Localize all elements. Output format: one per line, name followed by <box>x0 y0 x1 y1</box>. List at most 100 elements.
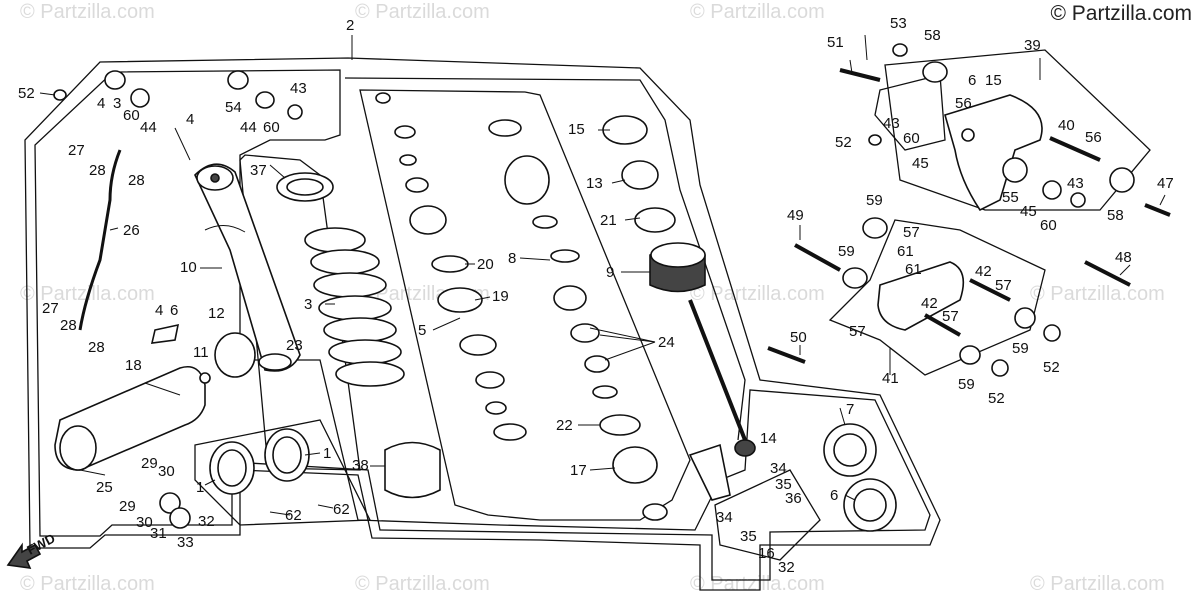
callout-39: 39 <box>1024 37 1041 54</box>
callout-24: 24 <box>658 334 675 351</box>
callout-12: 12 <box>208 305 225 322</box>
callout-15: 15 <box>568 121 585 138</box>
callout-10: 10 <box>180 259 197 276</box>
callout-60: 60 <box>1040 217 1057 234</box>
callout-38: 38 <box>352 457 369 474</box>
callout-42: 42 <box>921 295 938 312</box>
callout-25: 25 <box>96 479 113 496</box>
callout-1: 1 <box>323 445 331 462</box>
callout-45: 45 <box>912 155 929 172</box>
callout-2: 2 <box>346 17 354 34</box>
callout-29: 29 <box>119 498 136 515</box>
main-spring <box>304 227 405 387</box>
callout-41: 41 <box>882 370 899 387</box>
callout-57: 57 <box>903 224 920 241</box>
callout-5: 5 <box>418 322 426 339</box>
callout-17: 17 <box>570 462 587 479</box>
callout-16: 16 <box>758 545 775 562</box>
small-parts-left <box>53 70 303 529</box>
callout-56: 56 <box>955 95 972 112</box>
watermark: © Partzilla.com <box>1030 283 1165 305</box>
bolts <box>767 68 1171 364</box>
callout-29: 29 <box>141 455 158 472</box>
callout-54: 54 <box>225 99 242 116</box>
clamps <box>209 428 310 495</box>
callout-11: 11 <box>193 344 209 361</box>
callout-34: 34 <box>716 509 733 526</box>
callout-19: 19 <box>492 288 509 305</box>
callout-59: 59 <box>838 243 855 260</box>
callout-28: 28 <box>88 339 105 356</box>
callout-8: 8 <box>508 250 516 267</box>
callout-51: 51 <box>827 34 844 51</box>
callout-30: 30 <box>136 514 153 531</box>
callout-48: 48 <box>1115 249 1132 266</box>
callout-18: 18 <box>125 357 142 374</box>
callout-9: 9 <box>606 264 614 281</box>
callout-57: 57 <box>942 308 959 325</box>
callout-55: 55 <box>1002 189 1019 206</box>
watermark: © Partzilla.com <box>690 1 825 23</box>
small-parts-right <box>842 43 1135 377</box>
bracket-outlines <box>714 49 1151 561</box>
callout-21: 21 <box>600 212 617 229</box>
callout-52: 52 <box>18 85 35 102</box>
callout-28: 28 <box>89 162 106 179</box>
callout-47: 47 <box>1157 175 1174 192</box>
callout-31: 31 <box>150 525 167 542</box>
callout-32: 32 <box>198 513 215 530</box>
callout-6: 6 <box>170 302 178 319</box>
callout-28: 28 <box>60 317 77 334</box>
callout-57: 57 <box>995 277 1012 294</box>
callout-27: 27 <box>42 300 59 317</box>
callout-4: 4 <box>155 302 163 319</box>
callout-6: 6 <box>968 72 976 89</box>
callout-20: 20 <box>477 256 494 273</box>
callout-35: 35 <box>740 528 757 545</box>
callout-44: 44 <box>140 119 157 136</box>
copyright-notice: © Partzilla.com <box>1050 2 1192 25</box>
callout-23: 23 <box>286 337 303 354</box>
callout-3: 3 <box>304 296 312 313</box>
spring-seat-inner <box>286 178 324 196</box>
callout-14: 14 <box>760 430 777 447</box>
callout-44: 44 <box>240 119 257 136</box>
callout-52: 52 <box>988 390 1005 407</box>
callout-36: 36 <box>785 490 802 507</box>
callout-32: 32 <box>778 559 795 576</box>
watermark: © Partzilla.com <box>355 1 490 23</box>
callout-60: 60 <box>903 130 920 147</box>
reservoir <box>54 366 206 471</box>
forward-arrow: FWD <box>6 531 58 569</box>
callout-56: 56 <box>1085 129 1102 146</box>
lower-link <box>877 261 1011 337</box>
callout-45: 45 <box>1020 203 1037 220</box>
callout-40: 40 <box>1058 117 1075 134</box>
callout-61: 61 <box>905 261 922 278</box>
callout-7: 7 <box>846 401 854 418</box>
callout-22: 22 <box>556 417 573 434</box>
callout-52: 52 <box>1043 359 1060 376</box>
leader-lines <box>39 34 1166 516</box>
callout-3: 3 <box>113 95 121 112</box>
washer-stack <box>375 92 527 441</box>
callout-4: 4 <box>186 111 194 128</box>
watermark: © Partzilla.com <box>1030 573 1165 595</box>
callout-26: 26 <box>123 222 140 239</box>
callout-43: 43 <box>883 115 900 132</box>
damper-stack <box>488 119 668 521</box>
callout-50: 50 <box>790 329 807 346</box>
spring-adjusters <box>823 423 897 532</box>
callout-34: 34 <box>770 460 787 477</box>
shock-body <box>194 163 301 372</box>
callout-58: 58 <box>924 27 941 44</box>
callout-35: 35 <box>775 476 792 493</box>
callout-58: 58 <box>1107 207 1124 224</box>
piston-parts <box>602 115 756 501</box>
callout-52: 52 <box>835 134 852 151</box>
callouts: 52 2 4 3 60 44 4 54 44 60 43 27 28 28 26… <box>18 15 1174 576</box>
callout-30: 30 <box>158 463 175 480</box>
watermark: © Partzilla.com <box>20 573 155 595</box>
